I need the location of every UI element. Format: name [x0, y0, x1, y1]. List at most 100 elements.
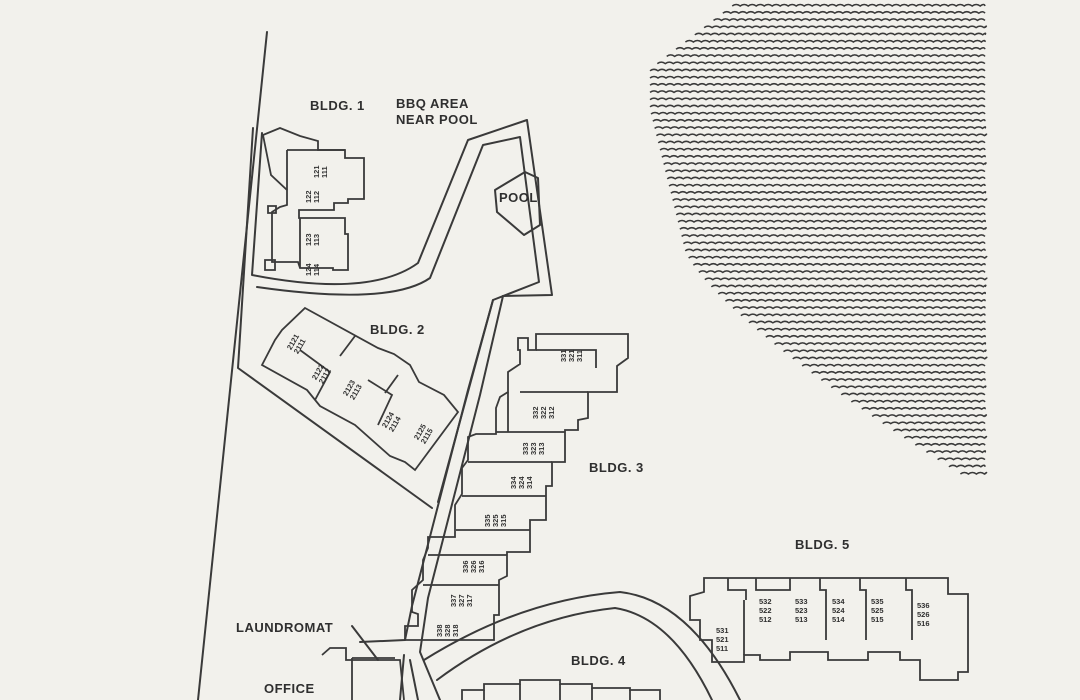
- lake-wave-line: [748, 320, 986, 324]
- bldg5-unit-532: 532 522 512: [759, 597, 772, 624]
- svg-text:312: 312: [547, 406, 556, 419]
- office-label: OFFICE: [264, 681, 315, 696]
- lake-wave-line: [668, 183, 986, 187]
- lake-wave-line: [710, 284, 987, 288]
- lake-wave-line: [882, 421, 986, 425]
- bldg5-unit-533: 533 523 513: [795, 597, 808, 624]
- bldg3-units: 331 321 311 332 322 312 333 323 313 334 …: [435, 349, 584, 637]
- svg-text:523: 523: [795, 606, 808, 615]
- lake-wave-line: [652, 118, 986, 123]
- lake-wave-line: [657, 140, 986, 144]
- svg-text:512: 512: [759, 615, 772, 624]
- svg-text:322: 322: [539, 406, 548, 419]
- lake-wave-line: [649, 90, 986, 94]
- property-boundary: [197, 31, 268, 700]
- bldg5-units: 531 521 511 532 522 512 533 523 513 534 …: [716, 597, 930, 653]
- svg-text:318: 318: [451, 624, 460, 637]
- svg-text:315: 315: [499, 514, 508, 527]
- bldg1-unit-121-111: 121 111: [312, 165, 329, 178]
- lake-wave-line: [783, 349, 987, 353]
- lake-wave-line: [654, 126, 987, 130]
- lake-wave-line: [850, 399, 986, 403]
- bldg5-label: BLDG. 5: [795, 537, 850, 552]
- lake-wave-line: [688, 255, 988, 259]
- svg-text:515: 515: [871, 615, 884, 624]
- building-2: [260, 306, 460, 472]
- bldg3-unit-332: 332 322 312: [531, 406, 556, 419]
- svg-text:513: 513: [795, 615, 808, 624]
- bldg3-unit-331: 331 321 311: [559, 349, 584, 362]
- svg-text:338: 338: [435, 624, 444, 637]
- svg-text:526: 526: [917, 610, 930, 619]
- lake-wave-line: [903, 435, 988, 439]
- bldg5-unit-535: 535 525 515: [871, 597, 884, 624]
- lake-wave-line: [655, 133, 988, 137]
- bldg1-label: BLDG. 1: [310, 98, 365, 113]
- lake-wave-line: [694, 32, 987, 36]
- svg-text:317: 317: [465, 594, 474, 607]
- lake-wave-line: [649, 75, 986, 79]
- bldg3-unit-334: 334 324 314: [509, 476, 534, 489]
- bldg2-unit-2121-2111: 2121 2111: [285, 332, 308, 355]
- svg-text:324: 324: [517, 476, 526, 489]
- lake-wave-line: [649, 97, 986, 101]
- lake-wave-line: [861, 406, 986, 411]
- lake-wave-line: [661, 154, 986, 159]
- lake-wave-line: [650, 111, 986, 115]
- lake-wave-line: [717, 291, 987, 295]
- lake-wave-line: [649, 68, 986, 72]
- building-4: [461, 679, 661, 700]
- svg-text:328: 328: [443, 624, 452, 637]
- lake-wave-line: [840, 392, 986, 396]
- svg-text:325: 325: [491, 514, 500, 527]
- bldg3-label: BLDG. 3: [589, 460, 644, 475]
- bldg3-unit-336: 336 326 316: [461, 560, 486, 573]
- lake-wave-line: [713, 18, 986, 22]
- lake-wave-line: [677, 219, 986, 223]
- svg-text:316: 316: [477, 560, 486, 573]
- svg-text:514: 514: [832, 615, 845, 624]
- bldg5-unit-536: 536 526 516: [917, 601, 930, 628]
- svg-text:111: 111: [320, 166, 329, 178]
- lake-wave-line: [871, 414, 988, 418]
- lake-wave-line: [740, 313, 986, 317]
- lake-wave-line: [756, 327, 986, 331]
- bldg3-unit-337: 337 327 317: [449, 594, 474, 607]
- lake-wave-line: [684, 248, 986, 252]
- lake-wave-line: [666, 176, 986, 180]
- svg-text:337: 337: [449, 594, 458, 607]
- bldg2-unit-2122-2112: 2122 2112: [310, 362, 333, 385]
- svg-text:525: 525: [871, 606, 884, 615]
- lake-wave-line: [663, 162, 987, 166]
- svg-text:536: 536: [917, 601, 930, 610]
- svg-text:332: 332: [531, 406, 540, 419]
- bldg1-unit-123-113: 123 113: [304, 233, 321, 246]
- bbq-area-label: BBQ AREA: [396, 96, 469, 111]
- lake-wave-line: [681, 234, 986, 238]
- svg-text:327: 327: [457, 594, 466, 607]
- svg-text:311: 311: [575, 350, 584, 362]
- svg-text:532: 532: [759, 597, 772, 606]
- building-5: [689, 577, 969, 681]
- lake-wave-line: [774, 342, 987, 346]
- lake-wave-line: [731, 3, 986, 7]
- svg-text:121: 121: [312, 165, 321, 178]
- svg-text:114: 114: [312, 263, 321, 276]
- lake-wave-line: [673, 205, 986, 209]
- lake-wave-line: [765, 334, 986, 339]
- lake-wave-line: [703, 25, 988, 29]
- lake-wave-line: [684, 39, 986, 43]
- svg-text:524: 524: [832, 606, 845, 615]
- svg-text:334: 334: [509, 476, 518, 489]
- svg-text:516: 516: [917, 619, 930, 628]
- bldg1-unit-122-112: 122 112: [304, 190, 321, 203]
- svg-text:321: 321: [567, 349, 576, 362]
- lake-wave-line: [948, 464, 986, 468]
- lake-wave-line: [664, 169, 986, 173]
- lake-wave-line: [704, 277, 988, 281]
- lake-wave-line: [675, 46, 986, 51]
- lake-wave-line: [724, 298, 986, 303]
- svg-text:522: 522: [759, 606, 772, 615]
- lake-wave-line: [892, 428, 986, 432]
